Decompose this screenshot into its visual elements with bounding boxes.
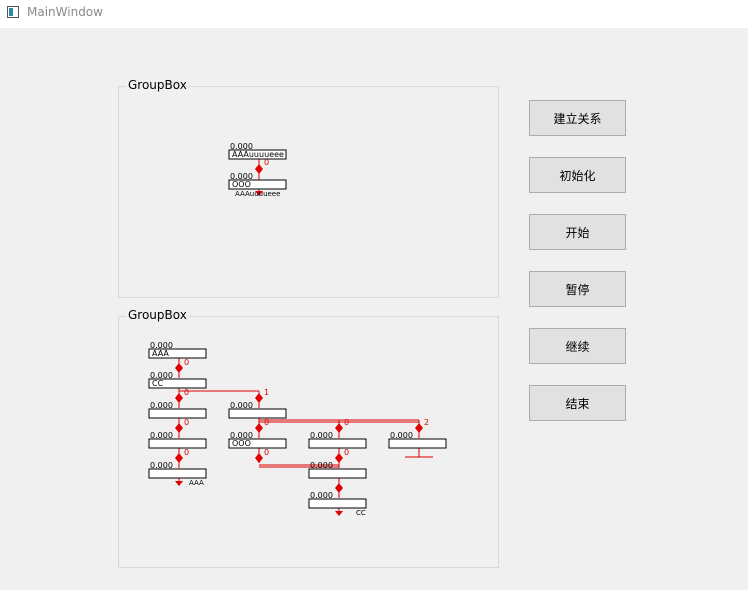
group-box-top: 0.000 AAAuuuueee 0 0.000 OOO AAAuuuueee: [118, 86, 499, 298]
end-label: AAA: [189, 479, 204, 487]
link-index: 1: [264, 388, 269, 397]
node-name: OOO: [232, 439, 251, 448]
node-value: 0.000: [230, 142, 253, 151]
node-value: 0.000: [150, 401, 173, 410]
link-index: 0: [344, 448, 349, 457]
node-value: 0.000: [310, 491, 333, 500]
node-value: 0.000: [150, 461, 173, 470]
flow-step-marker: [175, 363, 183, 373]
node-value: 0.000: [390, 431, 413, 440]
flow-node: [148, 408, 207, 419]
flow-step-marker: [175, 393, 183, 403]
build-relation-button[interactable]: 建立关系: [529, 100, 626, 136]
node-name: AAA: [152, 349, 169, 358]
start-button[interactable]: 开始: [529, 214, 626, 250]
flow-node: [148, 468, 207, 479]
flow-end-arrow: [335, 511, 343, 516]
flow-step-marker: [335, 483, 343, 493]
link-index: 0: [184, 358, 189, 367]
flow-step-marker: [255, 423, 263, 433]
flow-step-marker: [335, 423, 343, 433]
link-index: 0: [184, 448, 189, 457]
flow-step-marker: [175, 453, 183, 463]
node-name: AAAuuuueee: [232, 150, 284, 159]
link-index: 0: [184, 418, 189, 427]
title-bar: MainWindow: [0, 0, 748, 28]
end-label: CC: [356, 509, 366, 517]
node-value: 0.000: [230, 172, 253, 181]
link-index: 0: [344, 418, 349, 427]
node-name: OOO: [232, 180, 251, 189]
flow-step-marker: [415, 423, 423, 433]
node-value: 0.000: [310, 461, 333, 470]
link-index: 2: [424, 418, 429, 427]
flow-diagram-top: 0.000 AAAuuuueee 0 0.000 OOO AAAuuuueee: [228, 142, 287, 198]
end-button[interactable]: 结束: [529, 385, 626, 421]
flow-node: [148, 438, 207, 449]
flow-node: [388, 438, 447, 449]
link-index: 0: [184, 388, 189, 397]
node-value: 0.000: [150, 371, 173, 380]
flow-node: [148, 378, 207, 389]
link-index: 0: [264, 418, 269, 427]
flow-node: [308, 468, 367, 479]
flow-node: [308, 438, 367, 449]
node-value: 0.000: [230, 401, 253, 410]
flow-step-marker: [255, 164, 263, 174]
flow-end-arrow: [255, 191, 263, 196]
initialize-button[interactable]: 初始化: [529, 157, 626, 193]
continue-button[interactable]: 继续: [529, 328, 626, 364]
node-value: 0.000: [310, 431, 333, 440]
window-title: MainWindow: [27, 5, 103, 19]
end-label: AAAuuuueee: [235, 190, 280, 198]
group-box-title: GroupBox: [126, 308, 189, 322]
flow-step-marker: [255, 453, 263, 463]
flow-node: [228, 408, 287, 419]
node-value: 0.000: [150, 431, 173, 440]
flow-end-arrow: [175, 481, 183, 486]
group-box-title: GroupBox: [126, 78, 189, 92]
flow-node: [228, 149, 287, 160]
node-value: 0.000: [230, 431, 253, 440]
node-name: CC: [152, 379, 164, 388]
flow-step-marker: [175, 423, 183, 433]
flow-node: [308, 498, 367, 509]
node-value: 0.000: [150, 341, 173, 350]
link-index: 0: [264, 448, 269, 457]
flow-step-marker: [255, 393, 263, 403]
flow-node: [228, 438, 287, 449]
link-index: 0: [264, 158, 269, 167]
flow-step-marker: [335, 453, 343, 463]
flow-node: [148, 348, 207, 359]
app-window-icon: [7, 6, 19, 18]
flow-node: [228, 179, 287, 190]
pause-button[interactable]: 暂停: [529, 271, 626, 307]
